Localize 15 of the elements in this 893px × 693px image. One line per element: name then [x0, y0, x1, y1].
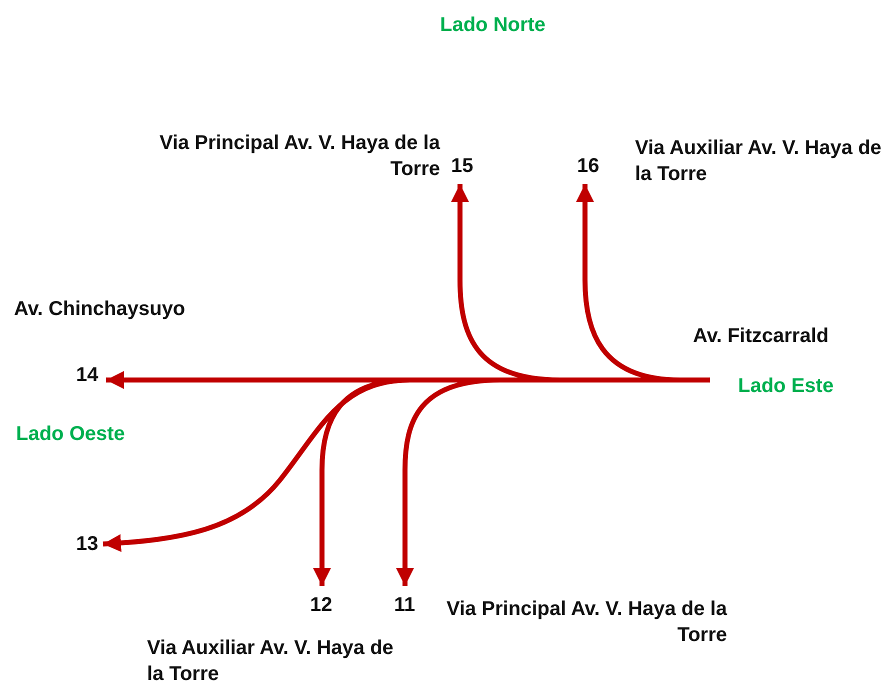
street-name: Via Auxiliar Av. V. Haya de la Torre: [635, 136, 882, 187]
street-name: Via Principal Av. V. Haya de la Torre: [445, 597, 727, 648]
movement-number: 12: [308, 592, 334, 618]
movement-number: 11: [392, 592, 418, 618]
movement-number: 14: [74, 362, 100, 388]
side-label: Lado Norte: [440, 13, 546, 38]
movement-number: 15: [449, 153, 476, 179]
side-label: Lado Este: [738, 374, 834, 399]
movement-number: 13: [74, 531, 100, 557]
movement-number: 16: [575, 153, 602, 179]
street-name: Av. Fitzcarrald: [693, 324, 829, 349]
street-name: Av. Chinchaysuyo: [14, 297, 186, 322]
side-label: Lado Oeste: [16, 422, 125, 447]
street-name: Via Principal Av. V. Haya de la Torre: [158, 131, 440, 182]
street-name: Via Auxiliar Av. V. Haya de la Torre: [147, 636, 394, 687]
